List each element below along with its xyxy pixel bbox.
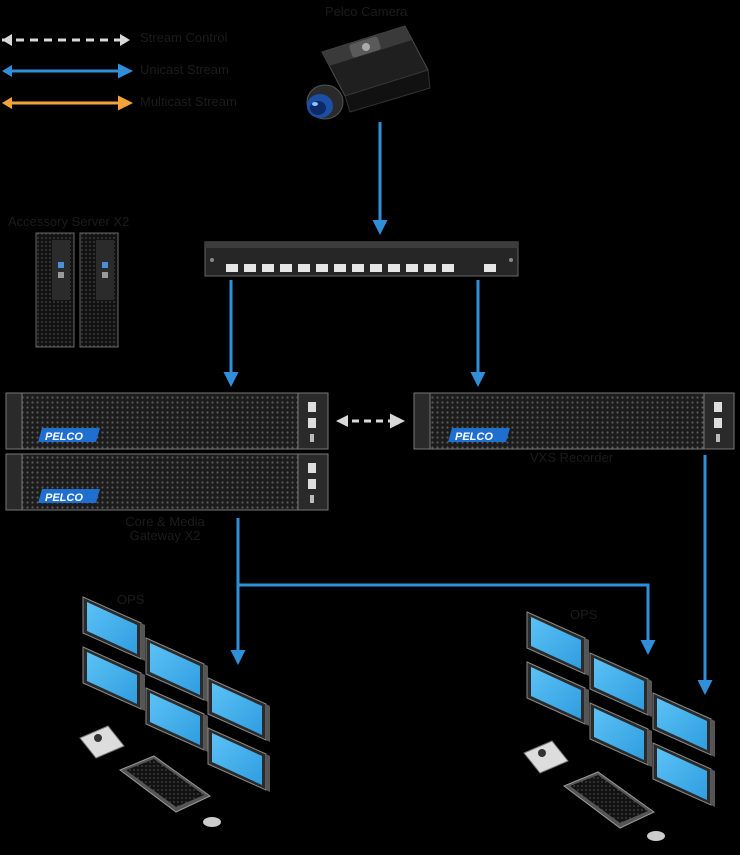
core-server-2-brand: PELCO xyxy=(45,492,83,504)
core-server-1-icon xyxy=(5,392,329,450)
core-to-ops-right-link xyxy=(238,583,656,655)
core-server-1-brand: PELCO xyxy=(45,431,83,443)
legend-multicast-stream-label: Multicast Stream xyxy=(140,94,237,109)
legend-stream-control-label: Stream Control xyxy=(140,30,228,45)
vxs-recorder-icon xyxy=(413,392,735,450)
core-server-2-icon xyxy=(5,453,329,511)
recorder-label: VXS Recorder xyxy=(530,450,614,465)
core-label-line2: Gateway X2 xyxy=(129,528,201,543)
ops-left-workstation-icon xyxy=(79,596,271,827)
camera-label: Pelco Camera xyxy=(325,4,408,19)
ops-right-label: OPS xyxy=(570,607,598,622)
legend xyxy=(2,34,133,111)
connections xyxy=(223,122,713,695)
recorder-brand: PELCO xyxy=(455,431,493,443)
camera-icon xyxy=(306,25,431,120)
network-switch-icon xyxy=(204,241,519,277)
accessory-server-label: Accessory Server X2 xyxy=(8,214,130,229)
core-label-line1: Core & Media xyxy=(125,514,205,529)
ops-left-label: OPS xyxy=(117,592,145,607)
legend-unicast-stream-label: Unicast Stream xyxy=(140,62,229,77)
ops-right-workstation-icon xyxy=(523,611,716,841)
accessory-server-icon xyxy=(35,232,119,348)
